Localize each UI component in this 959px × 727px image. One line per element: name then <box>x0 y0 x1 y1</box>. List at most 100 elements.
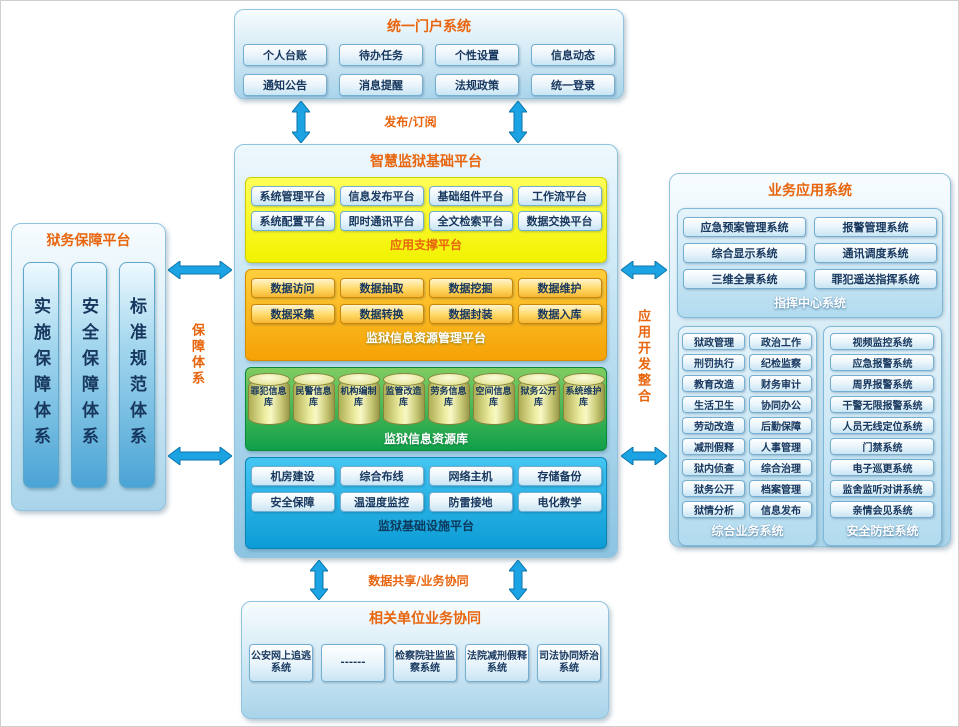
comprehensive-item[interactable]: 狱内侦查 <box>682 459 746 476</box>
resource-lib-label: 监狱信息资源库 <box>383 432 468 446</box>
comprehensive-columns: 狱政管理 刑罚执行 教育改造 生活卫生 劳动改造 减刑假释 狱内侦查 狱务公开 … <box>679 333 816 518</box>
security-item[interactable]: 人员无线定位系统 <box>830 417 935 434</box>
cylinder-label: 空间信息库 <box>475 387 512 408</box>
comprehensive-item[interactable]: 狱务公开 <box>682 480 746 497</box>
app-support-item[interactable]: 数据交换平台 <box>517 211 602 231</box>
business-panel: 业务应用系统 应急预案管理系统 报警管理系统 综合显示系统 通讯调度系统 三维全… <box>669 173 951 547</box>
database-cylinder[interactable]: 监管改造库 <box>382 373 425 425</box>
comprehensive-item[interactable]: 协同办公 <box>749 396 813 413</box>
app-support-row-2: 系统配置平台 即时通讯平台 全文检索平台 数据交换平台 <box>246 211 606 231</box>
comprehensive-item[interactable]: 综合治理 <box>749 459 813 476</box>
collaboration-item[interactable]: 公安网上追逃系统 <box>249 644 313 682</box>
portal-item[interactable]: 消息提醒 <box>339 74 423 96</box>
comprehensive-item[interactable]: 纪检监察 <box>749 354 813 371</box>
app-support-item[interactable]: 系统配置平台 <box>250 211 335 231</box>
app-support-item[interactable]: 即时通讯平台 <box>339 211 424 231</box>
command-item[interactable]: 应急预案管理系统 <box>683 217 806 237</box>
security-item[interactable]: 周界报警系统 <box>830 375 935 392</box>
resource-mgmt-item[interactable]: 数据采集 <box>250 304 335 324</box>
comprehensive-item[interactable]: 人事管理 <box>749 438 813 455</box>
comprehensive-item[interactable]: 教育改造 <box>682 375 746 392</box>
resource-mgmt-item[interactable]: 数据挖掘 <box>428 278 513 298</box>
command-row-3: 三维全景系统 罪犯遥送指挥系统 <box>678 269 942 289</box>
portal-item[interactable]: 通知公告 <box>243 74 327 96</box>
app-support-row-1: 系统管理平台 信息发布平台 基础组件平台 工作流平台 <box>246 186 606 206</box>
arrow-left-right-icon <box>168 447 232 465</box>
app-support-section: 系统管理平台 信息发布平台 基础组件平台 工作流平台 系统配置平台 即时通讯平台… <box>245 177 607 263</box>
resource-mgmt-item[interactable]: 数据封装 <box>428 304 513 324</box>
security-panel: 视频监控系统 应急报警系统 周界报警系统 干警无限报警系统 人员无线定位系统 门… <box>822 326 942 546</box>
infrastructure-item[interactable]: 综合布线 <box>339 466 424 486</box>
app-support-item[interactable]: 基础组件平台 <box>428 186 513 206</box>
security-item[interactable]: 干警无限报警系统 <box>830 396 935 413</box>
portal-item[interactable]: 待办任务 <box>339 44 423 66</box>
comprehensive-label: 综合业务系统 <box>711 524 784 538</box>
security-item[interactable]: 应急报警系统 <box>830 354 935 371</box>
resource-mgmt-item[interactable]: 数据抽取 <box>339 278 424 298</box>
portal-item[interactable]: 信息动态 <box>531 44 615 66</box>
app-support-item[interactable]: 信息发布平台 <box>339 186 424 206</box>
portal-row-1: 个人台账 待办任务 个性设置 信息动态 <box>235 44 623 66</box>
collaboration-item[interactable]: 检察院驻监监察系统 <box>393 644 457 682</box>
security-item[interactable]: 亲情会见系统 <box>830 501 935 518</box>
collaboration-item[interactable]: ------ <box>321 644 385 682</box>
resource-mgmt-label: 监狱信息资源管理平台 <box>365 331 486 345</box>
portal-item[interactable]: 个性设置 <box>435 44 519 66</box>
security-item[interactable]: 门禁系统 <box>830 438 935 455</box>
comprehensive-item[interactable]: 狱政管理 <box>682 333 746 350</box>
security-item[interactable]: 电子巡更系统 <box>830 459 935 476</box>
app-support-item[interactable]: 全文检索平台 <box>428 211 513 231</box>
connector-label-app-integration: 应用开发整合 <box>635 309 650 405</box>
database-cylinder[interactable]: 空间信息库 <box>472 373 515 425</box>
comprehensive-item[interactable]: 狱情分析 <box>682 501 746 518</box>
resource-mgmt-item[interactable]: 数据入库 <box>517 304 602 324</box>
security-item[interactable]: 监舍监听对讲系统 <box>830 480 935 497</box>
command-item[interactable]: 罪犯遥送指挥系统 <box>814 269 937 289</box>
command-item[interactable]: 三维全景系统 <box>683 269 806 289</box>
resource-mgmt-item[interactable]: 数据转换 <box>339 304 424 324</box>
collaboration-item[interactable]: 司法协同矫治系统 <box>537 644 601 682</box>
comprehensive-item[interactable]: 后勤保障 <box>749 417 813 434</box>
database-cylinder[interactable]: 系统维护库 <box>562 373 605 425</box>
comprehensive-item[interactable]: 减刑假释 <box>682 438 746 455</box>
comprehensive-item[interactable]: 刑罚执行 <box>682 354 746 371</box>
arrow-up-down-icon <box>509 101 527 143</box>
infrastructure-item[interactable]: 网络主机 <box>428 466 513 486</box>
connector-label-data-sharing: 数据共享/业务协同 <box>368 574 469 588</box>
cylinder-body-icon <box>517 379 560 425</box>
resource-mgmt-item[interactable]: 数据访问 <box>250 278 335 298</box>
cylinder-top-icon <box>517 373 560 386</box>
database-cylinder[interactable]: 民警信息库 <box>292 373 335 425</box>
arrow-up-down-icon <box>310 560 328 600</box>
resource-mgmt-item[interactable]: 数据维护 <box>517 278 602 298</box>
infrastructure-item[interactable]: 存储备份 <box>517 466 602 486</box>
comprehensive-item[interactable]: 信息发布 <box>749 501 813 518</box>
collaboration-item[interactable]: 法院减刑假释系统 <box>465 644 529 682</box>
cylinder-top-icon <box>292 373 335 386</box>
database-cylinder[interactable]: 机构编制库 <box>337 373 380 425</box>
infrastructure-item[interactable]: 机房建设 <box>250 466 335 486</box>
comprehensive-item[interactable]: 生活卫生 <box>682 396 746 413</box>
app-support-item[interactable]: 工作流平台 <box>517 186 602 206</box>
security-item[interactable]: 视频监控系统 <box>830 333 935 350</box>
infrastructure-item[interactable]: 温湿度监控 <box>339 492 424 512</box>
comprehensive-item[interactable]: 档案管理 <box>749 480 813 497</box>
command-item[interactable]: 综合显示系统 <box>683 243 806 263</box>
comprehensive-item[interactable]: 政治工作 <box>749 333 813 350</box>
command-item[interactable]: 通讯调度系统 <box>814 243 937 263</box>
comprehensive-item[interactable]: 劳动改造 <box>682 417 746 434</box>
cylinder-body-icon <box>427 379 470 425</box>
portal-item[interactable]: 个人台账 <box>243 44 327 66</box>
command-item[interactable]: 报警管理系统 <box>814 217 937 237</box>
portal-item[interactable]: 统一登录 <box>531 74 615 96</box>
infrastructure-item[interactable]: 电化教学 <box>517 492 602 512</box>
comprehensive-item[interactable]: 财务审计 <box>749 375 813 392</box>
portal-item[interactable]: 法规政策 <box>435 74 519 96</box>
database-cylinder[interactable]: 劳务信息库 <box>427 373 470 425</box>
cylinder-label: 机构编制库 <box>340 387 377 408</box>
infrastructure-item[interactable]: 安全保障 <box>250 492 335 512</box>
database-cylinder[interactable]: 罪犯信息库 <box>247 373 290 425</box>
app-support-item[interactable]: 系统管理平台 <box>250 186 335 206</box>
infrastructure-item[interactable]: 防雷接地 <box>428 492 513 512</box>
database-cylinder[interactable]: 狱务公开库 <box>517 373 560 425</box>
